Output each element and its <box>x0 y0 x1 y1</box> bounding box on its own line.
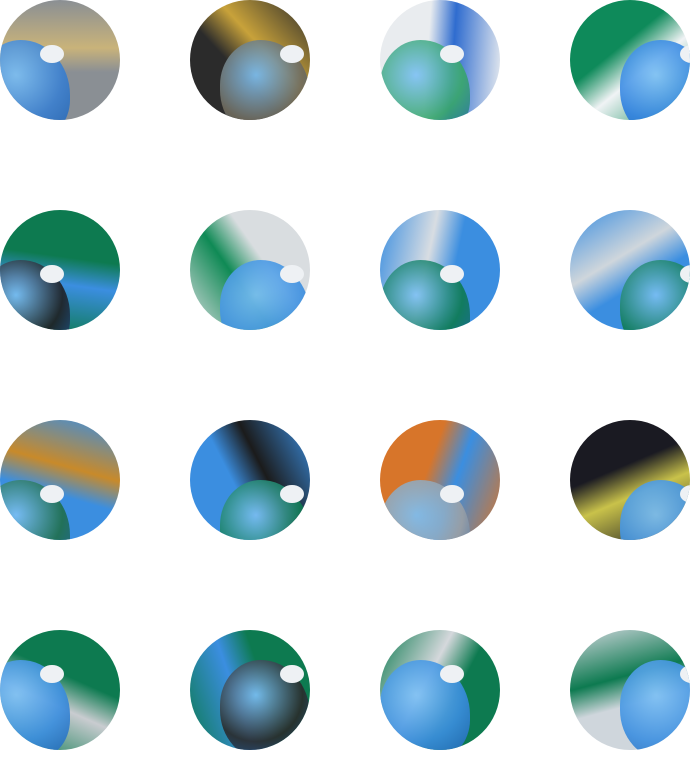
photo-worker-at-bench <box>570 0 690 120</box>
gloved-hand <box>280 665 304 683</box>
gloved-hand <box>40 265 64 283</box>
photo-tray-handling <box>380 630 500 750</box>
gloved-hand <box>40 485 64 503</box>
photo-pcb-inspection <box>380 0 500 120</box>
photo-device-assembly <box>190 630 310 750</box>
gloved-hand <box>280 265 304 283</box>
gloved-hand <box>280 485 304 503</box>
worker-figure <box>620 660 690 750</box>
gloved-hand <box>40 45 64 63</box>
photo-gloved-assembly <box>0 210 120 330</box>
gloved-hand <box>440 485 464 503</box>
photo-test-equipment <box>570 630 690 750</box>
photo-workstation-testing <box>190 210 310 330</box>
gloved-hand <box>680 265 690 283</box>
photo-packaging-parts <box>0 630 120 750</box>
worker-figure <box>620 40 690 120</box>
worker-figure <box>620 480 690 540</box>
gloved-hand <box>440 265 464 283</box>
photo-component-insertion <box>0 420 120 540</box>
gloved-hand <box>40 665 64 683</box>
gloved-hand <box>680 485 690 503</box>
photo-worker-soldering <box>380 210 500 330</box>
gloved-hand <box>680 665 690 683</box>
photo-press-machine <box>380 420 500 540</box>
gloved-hand <box>680 45 690 63</box>
gloved-hand <box>440 45 464 63</box>
photo-worker-soldering-2 <box>570 210 690 330</box>
worker-figure <box>620 260 690 330</box>
gloved-hand <box>280 45 304 63</box>
gloved-hand <box>440 665 464 683</box>
photo-worker-sorting-components <box>0 0 120 120</box>
photo-machine-assembly-line <box>190 0 310 120</box>
photo-close-up-assembly <box>190 420 310 540</box>
photo-board-testing <box>570 420 690 540</box>
